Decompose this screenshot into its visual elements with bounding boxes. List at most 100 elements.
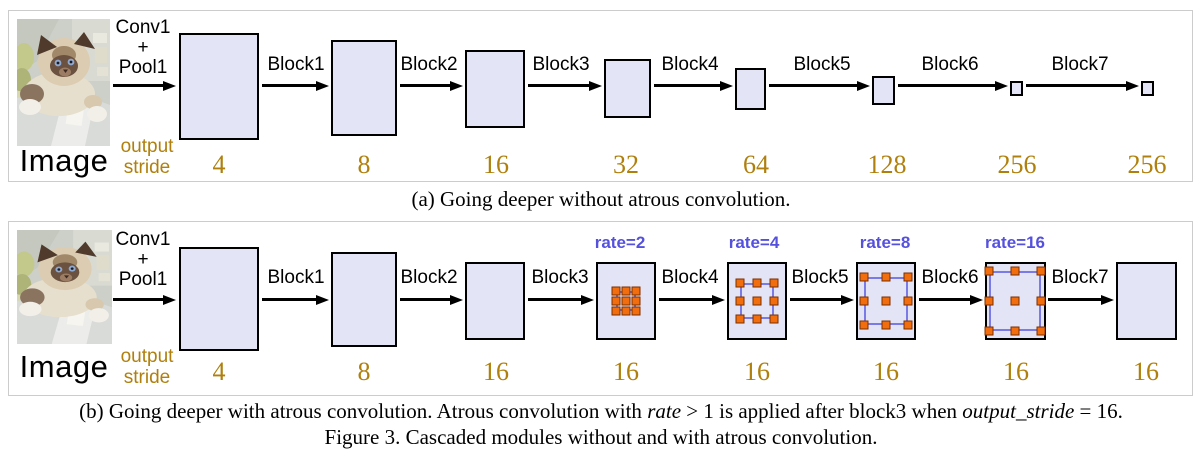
atrous-sample-square [735,314,745,324]
stride-b8: 16 [1133,357,1159,386]
atrous-sample-square [984,266,994,276]
atrous-sample-square [859,272,869,282]
atrous-sample-square [621,286,631,296]
arrow-b-block3 [528,298,581,301]
arrow-a-block1 [262,84,316,87]
block-label-b7: Block7 [1051,267,1109,288]
arrow-b-block4 [659,298,712,301]
stride-b5: 16 [744,357,770,386]
atrous-sample-square [769,296,779,306]
arrow-a-block6 [898,84,995,87]
arrow-a-stem [113,84,163,87]
stride-b3: 16 [483,357,509,386]
atrous-sample-square [735,296,745,306]
arrow-b-stem [113,298,163,301]
block-a6 [872,76,895,105]
atrous-sample-square [1010,326,1020,336]
atrous-sample-square [752,278,762,288]
stride-a5: 64 [743,150,769,179]
block-a8 [1141,81,1154,96]
cat-photo-a [17,19,110,146]
arrow-a-block2 [400,84,450,87]
block-a4 [604,59,651,118]
atrous-sample-square [1036,296,1046,306]
block-label-a7: Block7 [1051,54,1109,75]
stride-a3: 16 [483,150,509,179]
image-label-b: Image [19,349,109,384]
stem-line-plus: + [137,249,149,270]
arrow-b-block2 [400,298,450,301]
arrow-b-block6 [919,298,970,301]
stem-line-plus: + [137,37,149,58]
block-label-a1: Block1 [267,54,325,75]
block-label-b4: Block4 [661,267,719,288]
block-label-b1: Block1 [267,267,325,288]
atrous-sample-square [631,296,641,306]
arrow-a-block3 [528,84,589,87]
atrous-sample-square [611,306,621,316]
atrous-grid-rate4 [735,278,779,324]
rate-label-2: rate=2 [594,233,646,252]
stride-a8: 256 [1127,150,1167,179]
image-label-a: Image [19,143,109,178]
atrous-sample-square [903,272,913,282]
arrow-a-block7 [1026,84,1126,87]
stride-b7: 16 [1003,357,1029,386]
block-b3 [465,262,525,340]
block-label-a4: Block4 [661,54,719,75]
caption-b: (b) Going deeper with atrous convolution… [79,399,1123,423]
atrous-sample-square [881,296,891,306]
atrous-grid-rate2 [611,286,641,316]
block-label-a6: Block6 [921,54,979,75]
atrous-sample-square [769,278,779,288]
block-label-b3: Block3 [531,267,589,288]
arrow-b-block1 [262,298,316,301]
block-a7 [1010,81,1023,96]
block-a1 [179,33,259,140]
atrous-sample-square [611,286,621,296]
rate-label-8: rate=8 [859,233,911,252]
stride-a4: 32 [613,150,639,179]
stem-line-pool1: Pool1 [118,57,168,78]
arrow-a-block4 [654,84,720,87]
arrow-b-block5 [790,298,841,301]
figure-caption: Figure 3. Cascaded modules without and w… [324,425,878,449]
stride-b4: 16 [613,357,639,386]
arrow-a-block5 [769,84,857,87]
atrous-sample-square [984,296,994,306]
atrous-sample-square [611,296,621,306]
stride-b1: 4 [212,357,226,386]
atrous-sample-square [1036,326,1046,336]
atrous-sample-square [1010,296,1020,306]
arrow-b-block7 [1048,298,1101,301]
stride-a7: 256 [997,150,1037,179]
stride-b6: 16 [873,357,899,386]
block-label-b2: Block2 [400,267,458,288]
block-label-a5: Block5 [793,54,851,75]
block-b1 [179,247,259,351]
atrous-sample-square [1036,266,1046,276]
stride-a1: 4 [212,150,226,179]
stride-a2: 8 [357,150,371,179]
stem-label-b: Conv1 + Pool1 [116,230,171,290]
atrous-sample-square [859,320,869,330]
rate-label-4: rate=4 [728,233,780,252]
atrous-sample-square [881,272,891,282]
block-label-b6: Block6 [921,267,979,288]
stem-line-pool1: Pool1 [118,269,168,290]
atrous-sample-square [903,296,913,306]
block-label-a2: Block2 [400,54,458,75]
block-b8 [1116,262,1177,340]
atrous-sample-square [752,314,762,324]
stem-label-a: Conv1 + Pool1 [116,18,171,78]
caption-a: (a) Going deeper without atrous convolut… [411,187,791,211]
atrous-sample-square [881,320,891,330]
atrous-sample-square [735,278,745,288]
atrous-sample-square [631,286,641,296]
atrous-grid-rate8 [859,272,913,330]
output-stride-label-a: output stride [120,136,174,178]
atrous-sample-square [621,296,631,306]
stride-b2: 8 [357,357,371,386]
block-a2 [331,40,397,136]
